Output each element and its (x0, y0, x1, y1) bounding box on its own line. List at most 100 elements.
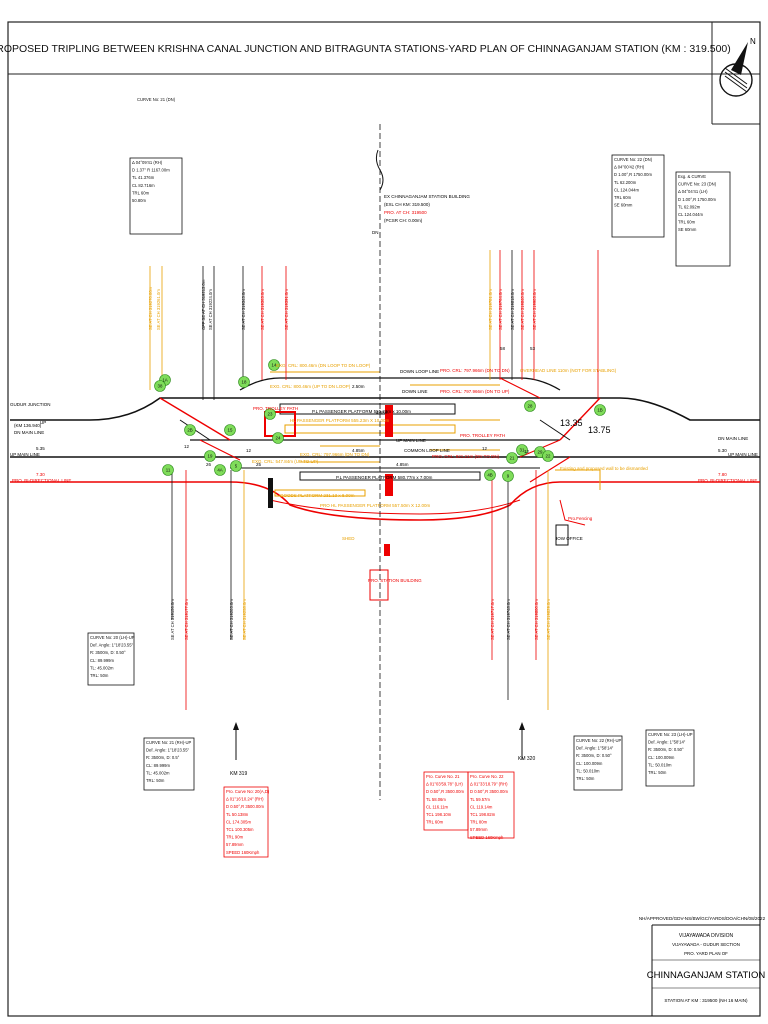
top-pointer-label: SE AT CH 319840.0m (520, 289, 525, 330)
dim-1335: 13.35 (560, 418, 583, 428)
curve-line: CL 124.044m (614, 187, 639, 192)
curve-line: TL 50.138m (226, 812, 249, 817)
pf2: P.L PASSENGER PLATFORM 580.77m x 7.00m (336, 475, 433, 480)
svg-text:15: 15 (228, 428, 233, 433)
curve-line: CL: 89.999m (146, 763, 170, 768)
d25: 25 (256, 462, 262, 467)
curve-line: CURVE No: 21 (RH)-UP (146, 740, 192, 745)
building-pro: PRO. AT CH: 319500 (384, 210, 427, 215)
plan-label: PRO. YARD PLAN OF (684, 951, 728, 956)
station-name: CHINNAGANJAM STATION (647, 970, 766, 981)
km-markers: KM 319 KM 320 (230, 756, 535, 777)
bottom-pointer-label: SE AT CH 319829.0m (546, 599, 551, 640)
curve-line: CL: 100.009m (648, 755, 675, 760)
point-marker: 19 (204, 450, 216, 462)
ecr-1: EXG. CRL: 800.46m (DN LOOP TO DN LOOP) (276, 363, 371, 368)
svg-text:23: 23 (268, 412, 273, 417)
svg-text:4B: 4B (487, 473, 492, 478)
point-marker: 18 (238, 376, 250, 388)
top-pointer-label: SE AT CH 319363.0m (260, 289, 265, 330)
point-marker: 28 (524, 400, 536, 412)
dim-730: 7.30 (36, 472, 45, 477)
down-line-label: DOWN LINE (402, 389, 428, 394)
curve-line: Pro. Curve No. 22 (470, 774, 504, 779)
d12a: 12 (184, 444, 190, 449)
pro-fencing: Pro.Fencing (568, 516, 593, 521)
pro-station-building: PRO. STATION BUILDING (368, 578, 422, 583)
top-pointer-label: SE AT CH 319261.0m (156, 289, 161, 330)
curve-line: Pro. Curve No. 21 (426, 774, 460, 779)
goods-pf: GOODS PLATFORM 231.13 x 8.00m (280, 493, 355, 498)
ecr-2: EXG. CRL: 800.46m (UP TO DN LOOP) (270, 384, 351, 389)
section: VIJAYAWADA - GUDUR SECTION (672, 942, 740, 947)
top-pointer-label: SE AT CH 319343.0m (241, 289, 246, 330)
bottom-pointer-label: SE AT CH 319156.0m (170, 599, 175, 640)
curve-line: SE 60mm (678, 227, 697, 232)
curve-line: SPEED 160Kmph (470, 835, 504, 840)
curve-line: Exg. & CURVE (678, 174, 706, 179)
pro-hl-pf: PRO HL PASSENGER PLATFORM 557.50m X 12.0… (320, 503, 430, 508)
curve-line: CURVE No: 23 (LH)-UP (648, 732, 693, 737)
d26: 26 (206, 462, 212, 467)
curve-line: R: 3500m, D: 0.50° (576, 753, 612, 758)
office-yellow-note: SHED (342, 536, 355, 541)
pf1: P.L PASSENGER PLATFORM 555.23m x 10.00m (312, 409, 411, 414)
d53: 53 (530, 346, 536, 351)
dim-4: 4.85m (396, 462, 409, 467)
top-pointer-label: SE AT CH 319764.0m (498, 289, 503, 330)
curve-line: TL 62.200m (614, 180, 637, 185)
pro-curve-left: Pro. Curve No: 20(A,D)Δ 01°16'10.24" (RH… (223, 786, 270, 858)
curve-line: D 0.50°,R 3500.00m (470, 789, 508, 794)
point-marker: 22 (542, 450, 554, 462)
km-right: KM 320 (518, 756, 535, 762)
curve-line: TRL 60m (132, 190, 150, 195)
curve-line: TL: 45.002m (146, 770, 170, 775)
dn-label: DN (372, 230, 379, 235)
d12d: 12 (524, 449, 530, 454)
curve-line: TCL 100.305m (226, 827, 254, 832)
curve-line: TRL 60m (678, 220, 696, 225)
curve-line: Def. Angle: 1°58'14" (576, 746, 614, 751)
stabling-note: OVERHEAD LINE 110m (NOT FOR STABLING) (520, 368, 617, 373)
curve-line: R: 3500m, D: 0.5° (146, 755, 180, 760)
ref-number: NH/APPROVED/GDV-NS/BW/GC/YARDS/DOA/CHN/0… (639, 916, 766, 921)
point-marker: 1B (594, 404, 606, 416)
svg-text:24: 24 (276, 436, 281, 441)
curve-data-boxes: CURVE No: 21 (DN)Δ 04°09'41 (RH)D 1.37° … (87, 97, 731, 858)
pro-curve-mid1: Pro. Curve No. 21Δ 01°03'59.78" (LH)D 0.… (423, 771, 469, 831)
common-loop: COMMON LOOP LINE (404, 448, 450, 453)
point-marker: 11 (162, 464, 174, 476)
curve-line: TL: 45.002m (90, 665, 114, 670)
curve-line: TL 41.376m (132, 175, 155, 180)
bidir-left: PRO. BI-DIRECTIONAL LINE (12, 478, 71, 483)
bidir-right: PRO. BI-DIRECTIONAL LINE (698, 478, 757, 483)
svg-text:2B: 2B (187, 428, 192, 433)
curve-line: Pro. Curve No: 20(A,D) (226, 789, 270, 794)
curve-line: 57.89mm (470, 827, 488, 832)
curve-line: TRL 80m (470, 820, 488, 825)
svg-text:18: 18 (242, 380, 247, 385)
curve-line: TL: 50.010m (648, 762, 672, 767)
curve-line: R: 3500m, D: 0.50° (648, 747, 684, 752)
point-marker: 21 (506, 452, 518, 464)
point-marker: 5 (230, 460, 242, 472)
svg-text:14: 14 (272, 363, 277, 368)
pro-curve-mid2: Pro. Curve No. 22Δ 01°33'18.79" (RH)D 0.… (467, 771, 515, 840)
curve-line: TL: 50.010m (576, 768, 600, 773)
curve-line: D 1.00°,R 1750.00m (614, 172, 652, 177)
bottom-pointer-lines (171, 470, 549, 710)
dim-5: 4.55m (376, 410, 389, 415)
dn-main-left: DN MAIN LINE (14, 430, 44, 435)
curve-line: TL 62.092m (678, 204, 701, 209)
top-pointer-lines (149, 250, 599, 400)
curve-line: Δ 04°09'41 (RH) (132, 160, 163, 165)
bottom-pointer-label: SE AT CH 319800.0m (534, 599, 539, 640)
track-layout (10, 124, 760, 800)
svg-text:19: 19 (208, 454, 213, 459)
top-pointer-label: SE AT CH 319818.0m (510, 289, 515, 330)
